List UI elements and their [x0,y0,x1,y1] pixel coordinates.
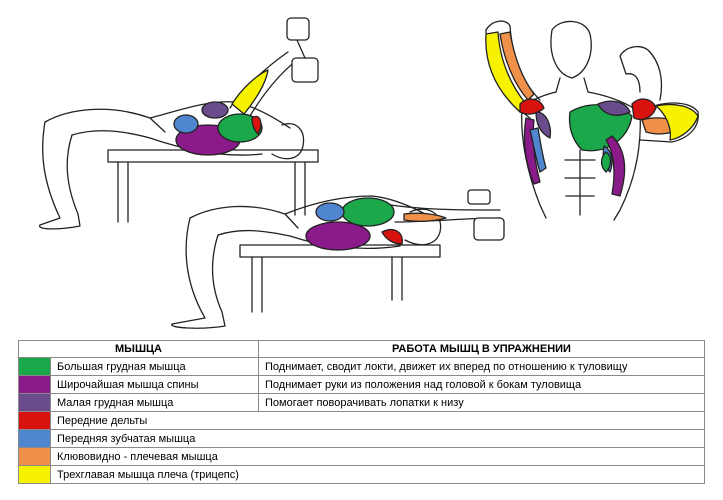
muscle-pec-detail-right [600,151,612,173]
table-header-row: МЫШЦА РАБОТА МЫШЦ В УПРАЖНЕНИИ [18,340,705,358]
table-body: Большая грудная мышца Поднимает, сводит … [18,357,705,484]
table-row: Передняя зубчатая мышца [18,429,705,448]
muscle-serratus-top [173,114,199,134]
muscle-deltoid-right [631,98,657,121]
exercise-illustration [39,17,699,329]
swatch-fill [19,448,50,465]
dumbbell-top [286,17,319,83]
muscle-pec-minor-left [535,111,552,139]
color-swatch [18,447,51,466]
table-row: Малая грудная мышца Помогает поворачиват… [18,393,705,412]
swatch-fill [19,358,50,375]
muscle-action: Поднимает руки из положения над головой … [258,375,705,394]
muscle-name: Передние дельты [50,411,705,430]
muscle-coracobrachialis-left [499,31,535,101]
muscle-name: Клювовидно - плечевая мышца [50,447,705,466]
swatch-fill [19,466,50,483]
muscle-deltoid-top [251,115,262,135]
dumbbell-bottom [467,189,505,241]
swatch-fill [19,394,50,411]
figure-bottom [171,189,505,329]
table-row: Передние дельты [18,411,705,430]
swatch-fill [19,412,50,429]
muscle-pectoral-bottom [341,197,395,227]
muscle-name: Широчайшая мышца спины [50,375,259,394]
muscle-name: Малая грудная мышца [50,393,259,412]
swatch-fill [19,376,50,393]
muscle-pec-minor-top [201,101,229,119]
color-swatch [18,357,51,376]
muscle-action: Помогает поворачивать лопатки к низу [258,393,705,412]
bench-top [107,149,319,223]
header-action: РАБОТА МЫШЦ В УПРАЖНЕНИИ [258,340,705,358]
muscle-deltoid-left [519,98,545,115]
muscle-name: Передняя зубчатая мышца [50,429,705,448]
muscle-action: Поднимает, сводит локти, движет их впере… [258,357,705,376]
muscle-triceps-top [231,69,269,115]
muscle-deltoid-bottom [381,229,403,245]
muscle-name: Трехглавая мышца плеча (трицепс) [50,465,705,484]
muscle-latissimus-bottom [305,221,371,251]
color-swatch [18,465,51,484]
muscle-serratus-left [529,127,547,173]
muscle-serratus-bottom [315,202,345,222]
color-swatch [18,375,51,394]
figure-anatomy [485,20,699,221]
figure-top [39,17,319,230]
color-swatch [18,429,51,448]
muscle-coracobrachialis-bottom [403,212,447,222]
table-row: Клювовидно - плечевая мышца [18,447,705,466]
table-row: Трехглавая мышца плеча (трицепс) [18,465,705,484]
table-row: Широчайшая мышца спины Поднимает руки из… [18,375,705,394]
muscle-table: МЫШЦА РАБОТА МЫШЦ В УПРАЖНЕНИИ Большая г… [18,340,705,484]
color-swatch [18,411,51,430]
color-swatch [18,393,51,412]
swatch-fill [19,430,50,447]
muscle-triceps-right [655,103,699,141]
muscle-pectoral-top [217,113,263,143]
bench-bottom [239,244,441,313]
header-muscle: МЫШЦА [18,340,259,358]
table-row: Большая грудная мышца Поднимает, сводит … [18,357,705,376]
muscle-name: Большая грудная мышца [50,357,259,376]
muscle-latissimus-right [605,135,626,197]
muscle-pec-minor-right [597,100,631,116]
